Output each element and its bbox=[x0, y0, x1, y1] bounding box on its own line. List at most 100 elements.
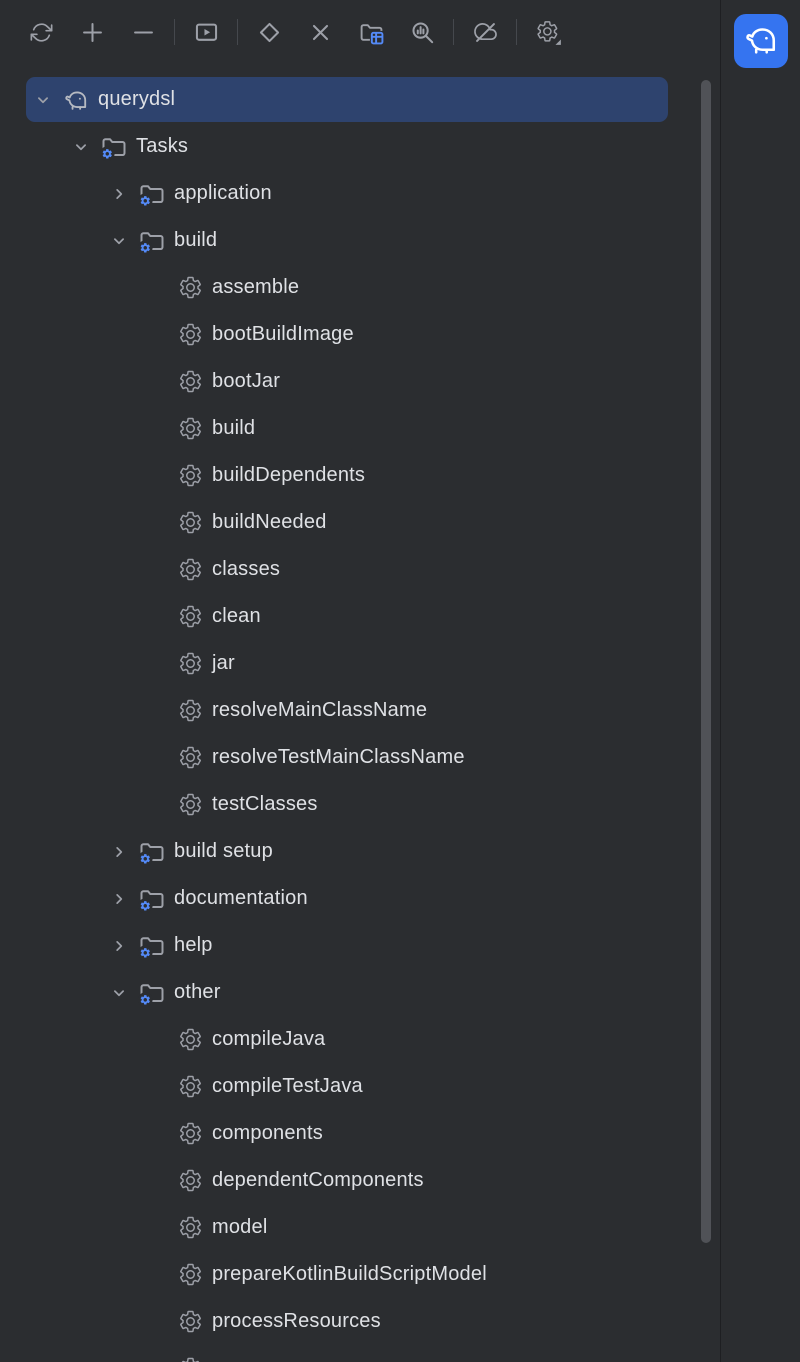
gradle-elephant-icon bbox=[743, 22, 779, 61]
close-icon bbox=[312, 24, 328, 40]
task-folder-icon bbox=[138, 932, 166, 960]
toolbar-diamond-button[interactable] bbox=[249, 12, 289, 52]
tree-row[interactable]: testClasses bbox=[0, 781, 720, 828]
task-icon bbox=[176, 1355, 204, 1362]
tree-item-label: other bbox=[174, 981, 221, 1003]
tree-indent bbox=[24, 193, 100, 194]
chevron-right-icon[interactable] bbox=[100, 888, 138, 910]
tree-item-label: testClasses bbox=[212, 793, 318, 815]
task-icon bbox=[176, 321, 204, 349]
analyze-dependencies-button[interactable] bbox=[402, 12, 442, 52]
chevron-down-icon[interactable] bbox=[62, 136, 100, 158]
group-tasks-button[interactable] bbox=[351, 12, 391, 52]
tree-row[interactable]: compileTestJava bbox=[0, 1063, 720, 1110]
tree-indent bbox=[24, 475, 138, 476]
chevron-down-icon[interactable] bbox=[24, 89, 62, 111]
tree-item-label: resolveTestMainClassName bbox=[212, 746, 465, 768]
task-icon bbox=[176, 1120, 204, 1148]
tree-indent bbox=[24, 1321, 138, 1322]
tree-row[interactable]: components bbox=[0, 1110, 720, 1157]
task-icon bbox=[176, 1214, 204, 1242]
tree-indent bbox=[24, 428, 138, 429]
vertical-scrollbar[interactable] bbox=[701, 80, 711, 1243]
tree-indent bbox=[24, 287, 138, 288]
chevron-right-icon[interactable] bbox=[100, 841, 138, 863]
minus-icon bbox=[133, 30, 153, 34]
tree-item-label: build bbox=[212, 417, 256, 439]
tree-indent bbox=[24, 616, 138, 617]
tree-indent bbox=[24, 1274, 138, 1275]
tree-indent bbox=[24, 1086, 138, 1087]
tree-row[interactable]: buildNeeded bbox=[0, 499, 720, 546]
task-folder-icon bbox=[138, 180, 166, 208]
tree-indent bbox=[24, 710, 138, 711]
tree-row[interactable]: resolveTestMainClassName bbox=[0, 734, 720, 781]
tree-indent bbox=[24, 663, 138, 664]
tree-row[interactable]: assemble bbox=[0, 264, 720, 311]
offline-mode-button[interactable] bbox=[465, 12, 505, 52]
tree-row[interactable]: model bbox=[0, 1204, 720, 1251]
gradle-settings-button[interactable] bbox=[528, 12, 568, 52]
monitor-play-icon bbox=[195, 23, 217, 41]
tree-row[interactable]: processResources bbox=[0, 1298, 720, 1345]
tree-item-label: dependentComponents bbox=[212, 1169, 424, 1191]
chevron-right-icon[interactable] bbox=[100, 183, 138, 205]
tree-row[interactable]: classes bbox=[0, 546, 720, 593]
folder-table-icon bbox=[360, 23, 385, 46]
tree-item-label: buildNeeded bbox=[212, 511, 327, 533]
tree-item-label: prepareKotlinBuildScriptModel bbox=[212, 1263, 487, 1285]
task-icon bbox=[176, 1026, 204, 1054]
chevron-down-icon[interactable] bbox=[100, 230, 138, 252]
link-gradle-project-button[interactable] bbox=[72, 12, 112, 52]
execute-gradle-task-button[interactable] bbox=[186, 12, 226, 52]
cancel-button[interactable] bbox=[300, 12, 340, 52]
gradle-toolbar bbox=[0, 0, 720, 64]
tree-row[interactable]: querydsl bbox=[0, 76, 720, 123]
task-icon bbox=[176, 1073, 204, 1101]
tree-row[interactable]: prepareKotlinBuildScriptModel bbox=[0, 1251, 720, 1298]
tree-row[interactable]: resolveMainClassName bbox=[0, 687, 720, 734]
unlink-gradle-project-button[interactable] bbox=[123, 12, 163, 52]
tree-row[interactable]: other bbox=[0, 969, 720, 1016]
tree-indent bbox=[24, 945, 100, 946]
task-icon bbox=[176, 1261, 204, 1289]
tree-item-label: Tasks bbox=[136, 135, 189, 157]
tree-item-label: build setup bbox=[174, 840, 273, 862]
tree-item-label: assemble bbox=[212, 276, 300, 298]
reload-gradle-projects-button[interactable] bbox=[21, 12, 61, 52]
chevron-right-icon[interactable] bbox=[100, 935, 138, 957]
tree-row[interactable]: Tasks bbox=[0, 123, 720, 170]
tree-row[interactable]: dependentComponents bbox=[0, 1157, 720, 1204]
tree-indent bbox=[24, 334, 138, 335]
tree-row[interactable]: bootJar bbox=[0, 358, 720, 405]
tree-row[interactable]: documentation bbox=[0, 875, 720, 922]
chevron-down-icon[interactable] bbox=[100, 982, 138, 1004]
task-icon bbox=[176, 368, 204, 396]
tree-indent bbox=[24, 522, 138, 523]
tree-row[interactable]: jar bbox=[0, 640, 720, 687]
tree-item-label: resolveMainClassName bbox=[212, 699, 428, 721]
toolbar-separator bbox=[174, 19, 175, 45]
sync-icon bbox=[30, 22, 52, 42]
tree-row[interactable]: build setup bbox=[0, 828, 720, 875]
tree-row[interactable]: bootBuildImage bbox=[0, 311, 720, 358]
tree-item-label: bootBuildImage bbox=[212, 323, 354, 345]
task-icon bbox=[176, 556, 204, 584]
task-icon bbox=[176, 744, 204, 772]
task-folder-icon bbox=[138, 838, 166, 866]
tree-row[interactable]: application bbox=[0, 170, 720, 217]
toolbar-separator bbox=[516, 19, 517, 45]
tree-row[interactable]: build bbox=[0, 405, 720, 452]
tree-row[interactable]: clean bbox=[0, 593, 720, 640]
tree-row[interactable] bbox=[0, 1345, 720, 1362]
tree-indent bbox=[24, 898, 100, 899]
tree-row[interactable]: compileJava bbox=[0, 1016, 720, 1063]
gradle-stripe-button[interactable] bbox=[733, 14, 788, 68]
tree-row[interactable]: build bbox=[0, 217, 720, 264]
tree-item-label: querydsl bbox=[98, 88, 176, 110]
task-icon bbox=[176, 509, 204, 537]
tree-row[interactable]: buildDependents bbox=[0, 452, 720, 499]
tree-row[interactable]: help bbox=[0, 922, 720, 969]
